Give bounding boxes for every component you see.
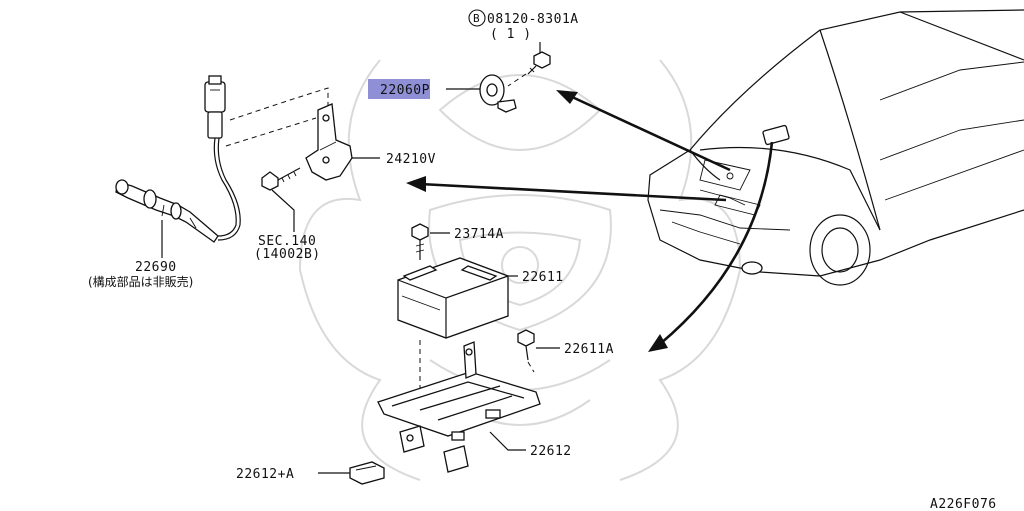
bolt-guide-dashed [507, 73, 527, 87]
o2-sensor [115, 75, 241, 258]
bracket-24210v [305, 103, 353, 181]
label-sec-ref-sub: (14002B) [254, 247, 321, 262]
label-bolt-b-qty: ( 1 ) [490, 27, 532, 42]
ecu-bracket-22612 [377, 341, 541, 473]
knock-sensor [479, 74, 517, 113]
connector-guide-dashed [229, 87, 329, 122]
label-o2-sensor-note: (構成部品は非販売) [88, 274, 193, 289]
label-ecu-bracket: 22612 [530, 444, 572, 459]
highlight-box [368, 79, 430, 99]
vehicle-illustration [647, 9, 1024, 286]
circled-b-icon: B [468, 9, 486, 27]
label-clip: 22612+A [236, 467, 294, 482]
bolt-22611a-guide [527, 361, 535, 373]
label-bolt-b-number: 08120-8301A [487, 12, 579, 27]
leader-bracket-22612 [489, 431, 526, 451]
clip-22612a [349, 461, 385, 485]
label-bolt-23714: 23714A [454, 227, 504, 242]
pointer-arrows [406, 90, 774, 352]
watermark-crest [298, 59, 742, 481]
svg-text:B: B [473, 12, 480, 25]
figure-id: A226F076 [930, 497, 997, 511]
label-bracket: 24210V [386, 152, 436, 167]
leader-sec140 [271, 189, 295, 232]
label-sec-ref: SEC.140 [258, 234, 316, 249]
bolt-23714a [411, 223, 429, 260]
ecu-22611 [397, 257, 509, 339]
label-o2-sensor: 22690 [135, 260, 177, 275]
connector-guide-dashed-2 [225, 117, 317, 147]
label-knock-sensor: 22060P [380, 83, 430, 98]
knock-sensor-bolt [527, 51, 551, 75]
bolt-22611a [517, 329, 535, 361]
label-ecu-bolt: 22611A [564, 342, 614, 357]
label-ecu: 22611 [522, 270, 564, 285]
bolt-sec140 [261, 167, 301, 191]
